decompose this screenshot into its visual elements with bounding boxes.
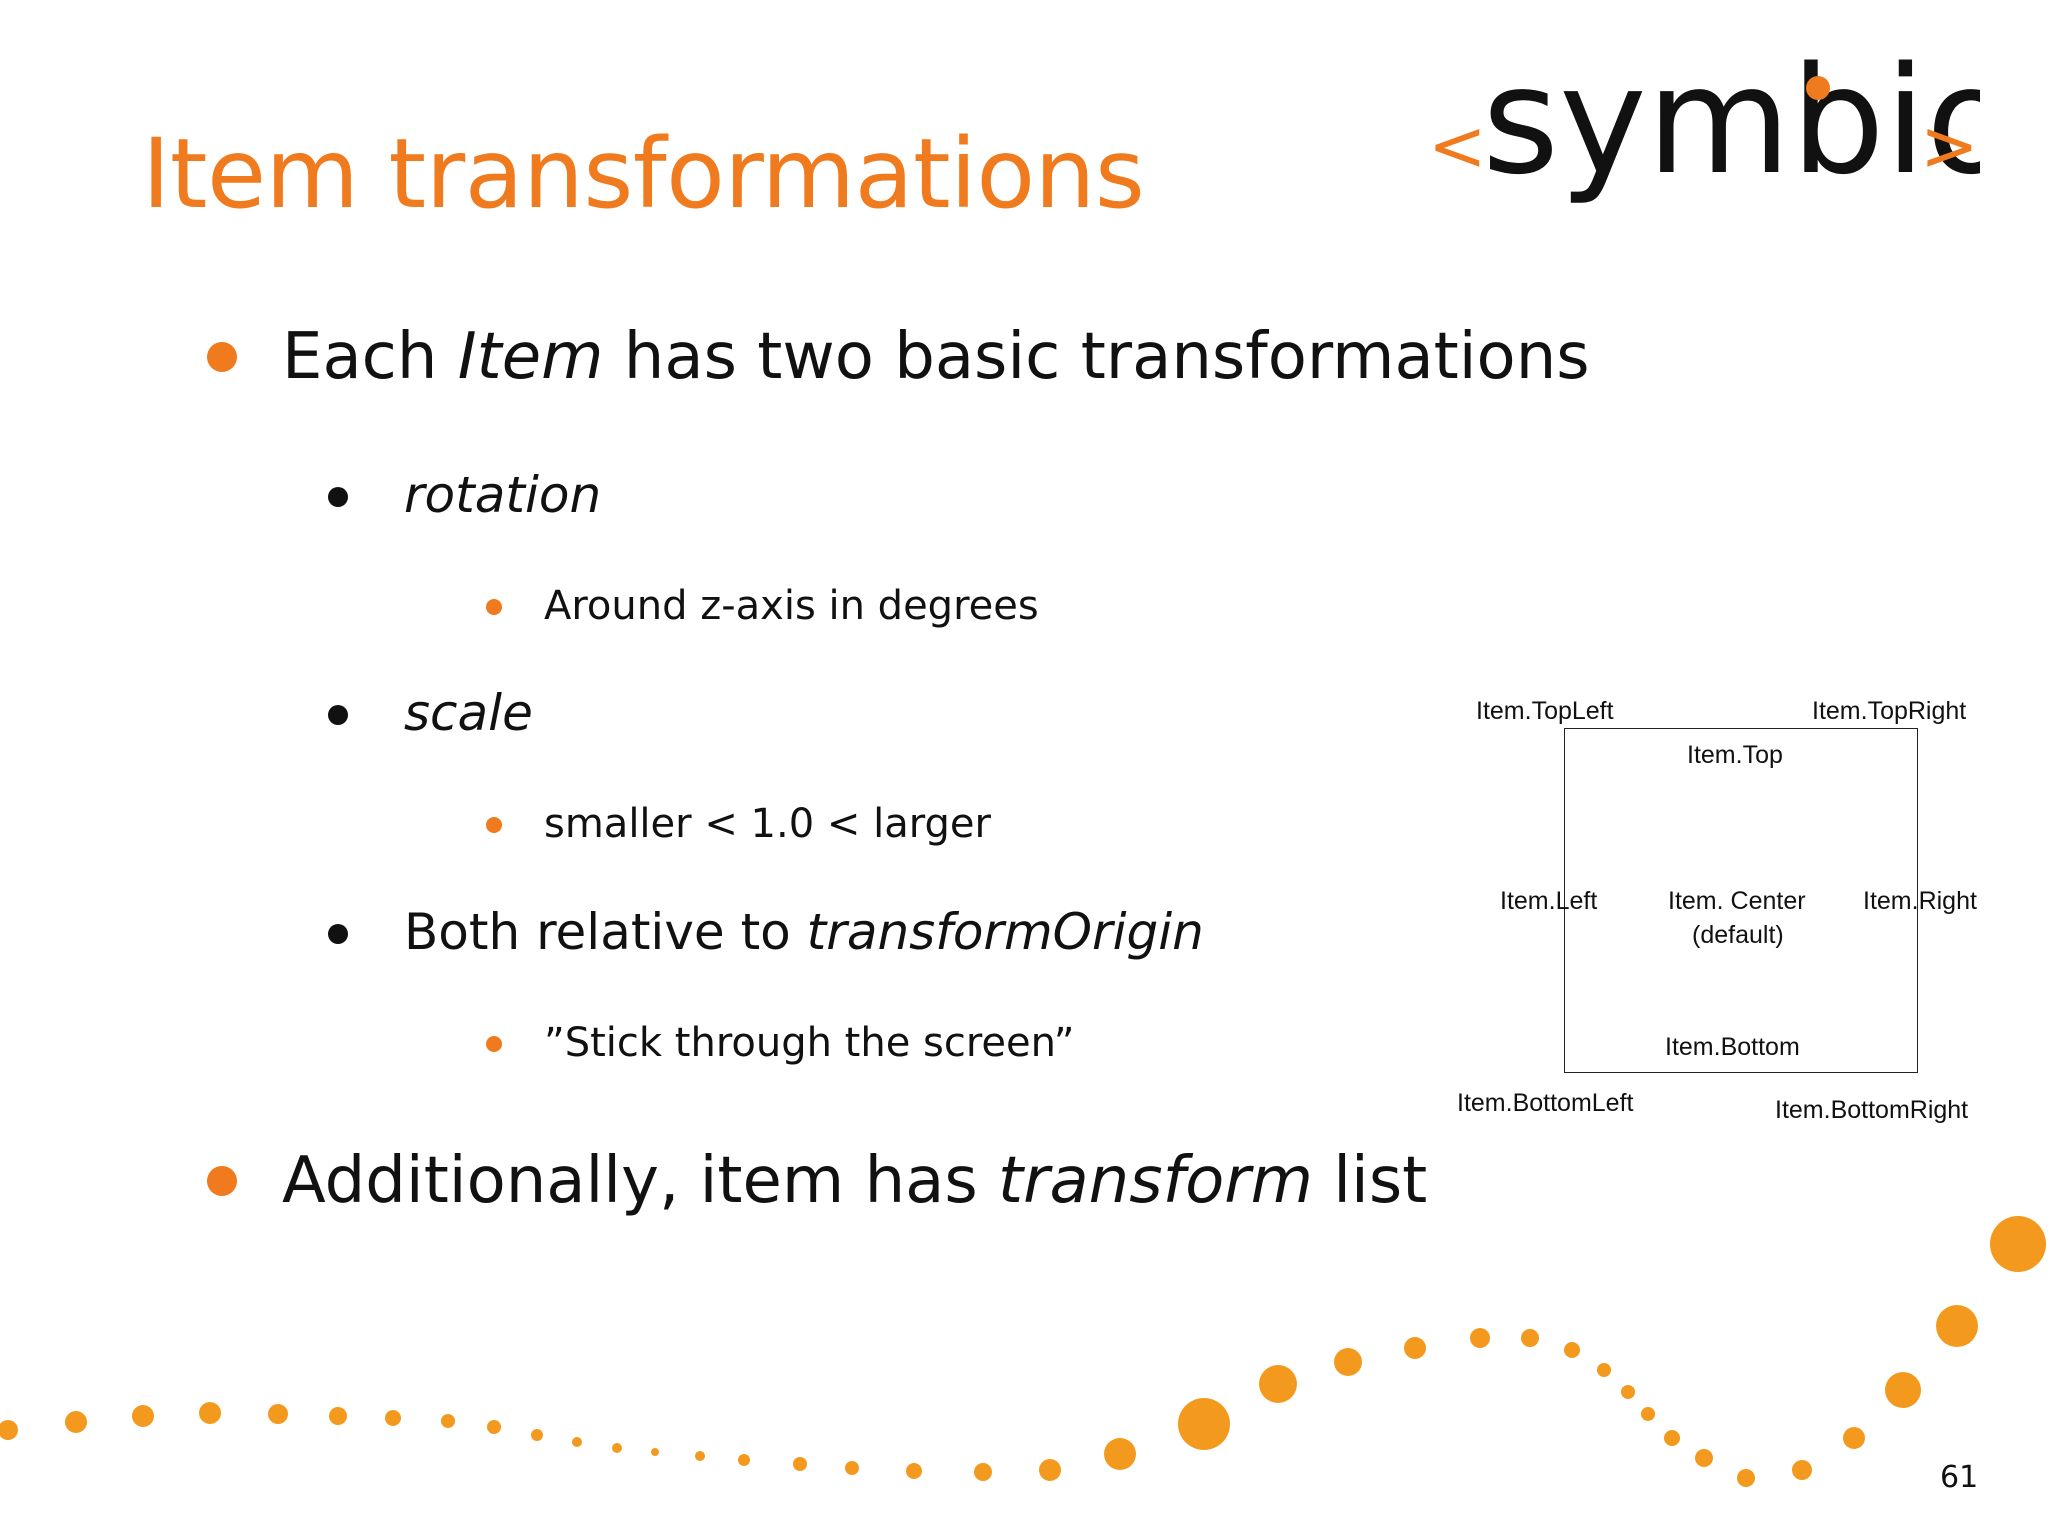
bullet-dot-icon: [486, 817, 502, 833]
bullet-dot-icon: [328, 487, 348, 507]
bullet-dot-icon: [486, 599, 502, 615]
bullet-dot-icon: [328, 705, 348, 725]
bullet-text: rotation: [404, 466, 602, 524]
logo-left-bracket: <: [1428, 105, 1487, 187]
bullet-text: scale: [404, 684, 533, 742]
logo-right-bracket: >: [1920, 105, 1979, 187]
slide-title: Item transformations: [142, 118, 1145, 230]
bullet-dot-icon: [486, 1036, 502, 1052]
logo-word: symbio: [1482, 52, 1980, 207]
bullet-text: ”Stick through the screen”: [544, 1020, 1075, 1066]
page-number: 61: [1940, 1460, 1979, 1495]
bullet-dot-icon: [207, 342, 237, 372]
logo-dot-icon: [1806, 76, 1830, 100]
bullet-text: Around z-axis in degrees: [544, 583, 1039, 629]
symbio-logo: < symbio >: [1428, 52, 1980, 207]
bullet-text: smaller < 1.0 < larger: [544, 801, 991, 847]
bullet-dot-icon: [328, 924, 348, 944]
bullet-dot-icon: [207, 1166, 237, 1196]
bullet-text: Both relative to transformOrigin: [404, 903, 1204, 961]
bullet-text: Each Item has two basic transformations: [282, 320, 1590, 394]
bullet-text: Additionally, item has transform list: [282, 1144, 1428, 1218]
